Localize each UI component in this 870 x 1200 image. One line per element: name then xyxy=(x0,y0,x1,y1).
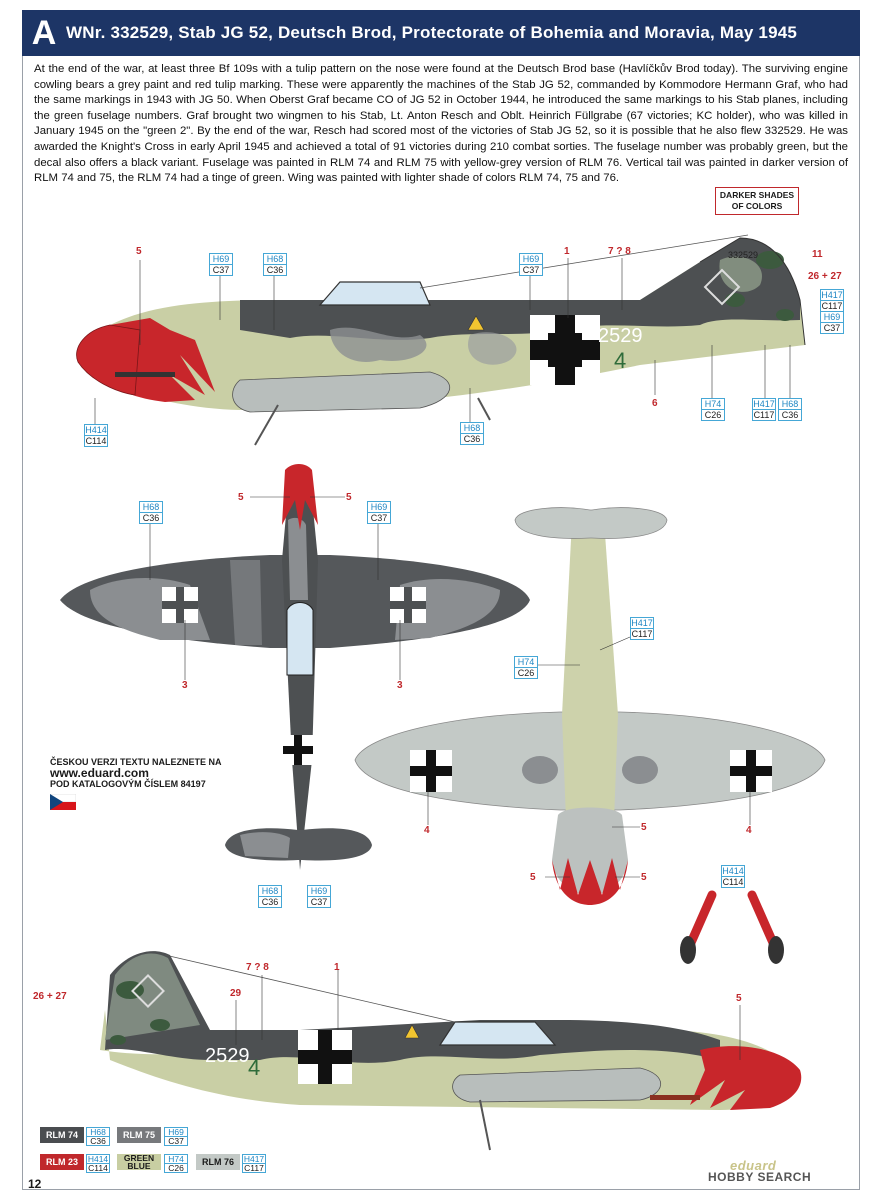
marking-number: 1 xyxy=(564,246,570,257)
profile-letter: A xyxy=(31,13,57,52)
marking-number: 26 + 27 xyxy=(33,991,67,1002)
czech-note-line1: ČESKOU VERZI TEXTU NALEZNETE NA xyxy=(50,757,222,767)
marking-number: 5 xyxy=(641,822,647,833)
marking-number: 5 xyxy=(238,492,244,503)
marking-number: 26 + 27 xyxy=(808,271,842,282)
page-number: 12 xyxy=(28,1177,42,1191)
marking-number: 5 xyxy=(641,872,647,883)
legend-swatch-green-blue: GREEN BLUE xyxy=(117,1154,161,1170)
landing-gear-detail xyxy=(680,890,784,964)
marking-number: 1 xyxy=(334,962,340,973)
bottom-view xyxy=(354,507,826,905)
side-view-left xyxy=(76,234,806,446)
tail-serial: 332529 xyxy=(728,250,758,260)
profile-header: A WNr. 332529, Stab JG 52, Deutsch Brod,… xyxy=(22,10,860,56)
brand-logo: eduard HOBBY SEARCH xyxy=(708,1158,812,1184)
marking-number: 5 xyxy=(346,492,352,503)
fuselage-number-right: 2529 xyxy=(205,1045,250,1067)
marking-number: 3 xyxy=(397,680,403,691)
czech-flag-icon xyxy=(49,793,77,810)
hobby-search-logo-text: HOBBY SEARCH xyxy=(708,1170,812,1184)
legend-swatch-rlm74: RLM 74 xyxy=(40,1127,84,1143)
marking-number: 3 xyxy=(182,680,188,691)
side-view-right xyxy=(100,951,802,1151)
eduard-logo-text: eduard xyxy=(730,1158,777,1173)
darker-shades-note: DARKER SHADES OF COLORS xyxy=(715,187,799,215)
marking-number: 7 ? 8 xyxy=(246,962,269,973)
marking-number: 5 xyxy=(736,993,742,1004)
fuselage-code-side: 4 xyxy=(614,348,626,373)
marking-number: 5 xyxy=(136,246,142,257)
czech-version-note: ČESKOU VERZI TEXTU NALEZNETE NA www.edua… xyxy=(49,757,222,813)
leader-lines xyxy=(94,258,791,1060)
marking-number: 5 xyxy=(530,872,536,883)
marking-number: 29 xyxy=(230,988,242,999)
legend-swatch-rlm23: RLM 23 xyxy=(40,1154,84,1170)
top-view xyxy=(60,464,530,870)
marking-number: 4 xyxy=(746,825,752,836)
marking-number: 4 xyxy=(424,825,430,836)
fuselage-code-right: 4 xyxy=(248,1055,260,1080)
czech-note-line2: POD KATALOGOVÝM ČÍSLEM 84197 xyxy=(50,779,206,789)
marking-number: 11 xyxy=(812,249,823,260)
profile-description: At the end of the war, at least three Bf… xyxy=(34,63,848,185)
fuselage-number-side: 2529 xyxy=(598,325,643,347)
legend-swatch-rlm76: RLM 76 xyxy=(196,1154,240,1170)
czech-note-url[interactable]: www.eduard.com xyxy=(50,766,149,780)
profile-title: WNr. 332529, Stab JG 52, Deutsch Brod, P… xyxy=(66,23,798,42)
legend-swatch-rlm75: RLM 75 xyxy=(117,1127,161,1143)
marking-number: 6 xyxy=(652,398,658,409)
marking-number: 7 ? 8 xyxy=(608,246,631,257)
